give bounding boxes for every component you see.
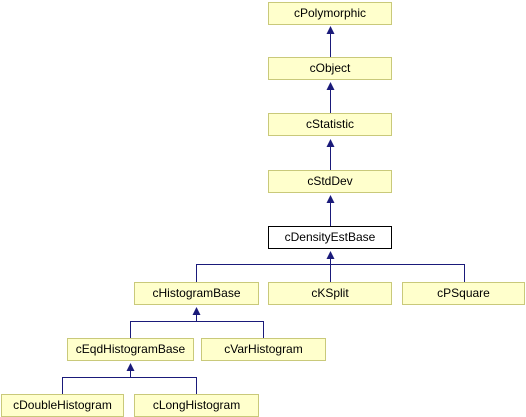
node-ceqdhistogrambase[interactable]: cEqdHistogramBase (67, 338, 194, 361)
node-cpsquare[interactable]: cPSquare (402, 282, 525, 305)
node-cstatistic[interactable]: cStatistic (268, 113, 392, 136)
arrowhead-cdensityestbase (326, 251, 335, 259)
arrowhead-cobject (326, 82, 335, 90)
node-cdoublehistogram[interactable]: cDoubleHistogram (1, 394, 124, 417)
node-cobject[interactable]: cObject (268, 57, 392, 80)
arrowhead-ceqdhistogrambase (126, 363, 135, 371)
edge-bracket-histogrambase-children (130, 321, 264, 338)
node-cvarhistogram[interactable]: cVarHistogram (201, 338, 326, 361)
node-cksplit[interactable]: cKSplit (268, 282, 392, 305)
node-clonghistogram[interactable]: cLongHistogram (134, 394, 259, 417)
arrowhead-cstatistic (326, 139, 335, 147)
arrowhead-cstddev (326, 195, 335, 203)
node-cdensityestbase: cDensityEstBase (268, 226, 392, 249)
node-cpolymorphic[interactable]: cPolymorphic (268, 2, 392, 25)
edge-bracket-eqdhistogrambase-children (62, 377, 197, 394)
arrowhead-cpolymorphic (326, 26, 335, 34)
node-chistogrambase[interactable]: cHistogramBase (134, 282, 259, 305)
node-cstddev[interactable]: cStdDev (268, 170, 392, 193)
arrowhead-chistogrambase (192, 307, 201, 315)
